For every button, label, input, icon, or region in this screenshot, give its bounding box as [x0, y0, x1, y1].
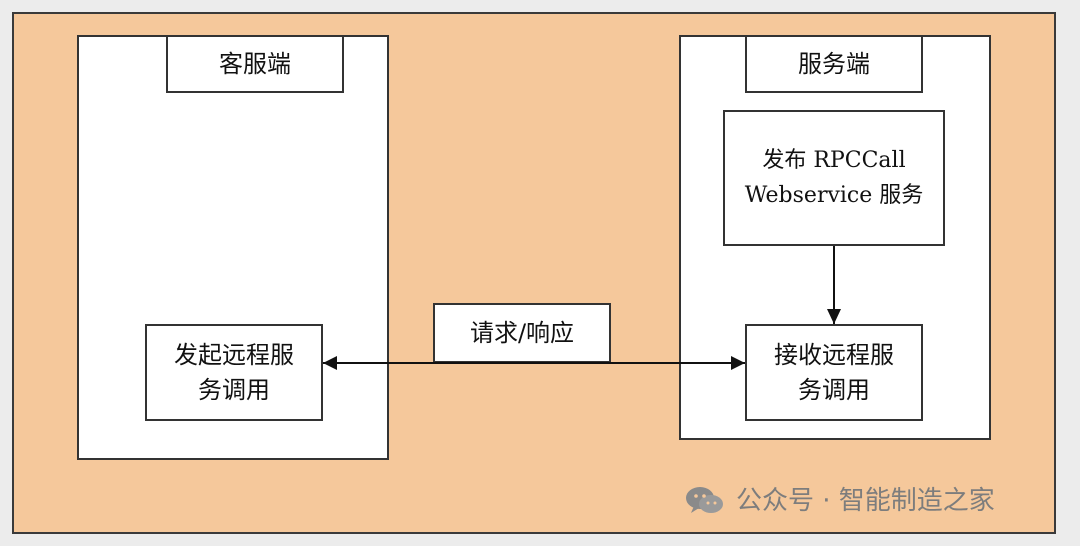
publish-box — [723, 110, 945, 246]
receive-box — [745, 324, 923, 421]
server-title-box — [745, 35, 923, 93]
client-call-box — [145, 324, 323, 421]
wechat-icon — [686, 487, 723, 513]
server-title: 服务端 — [798, 49, 870, 78]
request-response-box — [433, 303, 611, 363]
client-call-text: 发起远程服务调用 — [174, 340, 294, 404]
receive-text: 接收远程服务调用 — [774, 340, 894, 404]
watermark-text: 公众号 · 智能制造之家 — [736, 486, 995, 516]
publish-text: 发布 RPCCall Webservice 服务 — [744, 147, 924, 208]
client-title-box — [166, 35, 344, 93]
request-response-label: 请求/响应 — [469, 318, 575, 347]
publish-label: 发布 RPCCall Webservice 服务 — [737, 110, 931, 246]
client-title: 客服端 — [219, 49, 291, 78]
client-call-label: 发起远程服务调用 — [166, 324, 302, 421]
watermark: 公众号 · 智能制造之家 — [684, 484, 995, 518]
receive-label: 接收远程服务调用 — [766, 324, 902, 421]
